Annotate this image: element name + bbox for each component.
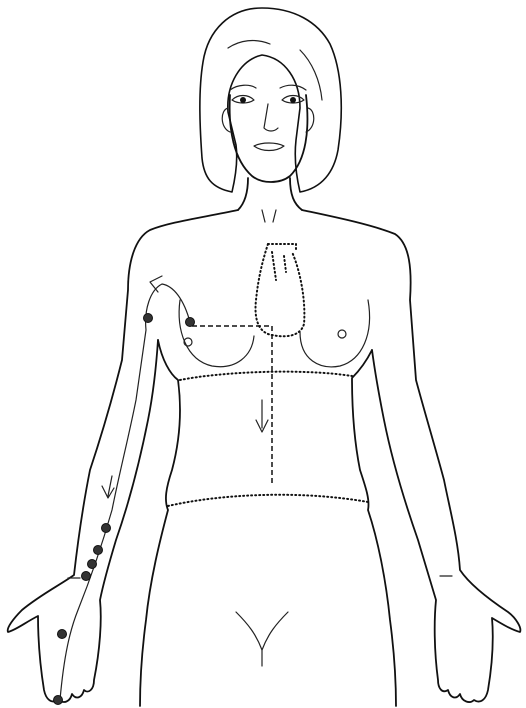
meridian-point (54, 696, 63, 705)
hair (200, 8, 341, 192)
heart-diagram (256, 244, 305, 336)
meridian-point (58, 630, 67, 639)
meridian-point (186, 318, 195, 327)
down-arrow-icon (256, 400, 268, 432)
upper-waist-line (180, 372, 352, 380)
meridian-points (54, 314, 195, 705)
meridian-point (82, 572, 91, 581)
meridian-arrow-icon (150, 276, 162, 292)
mouth (254, 143, 284, 151)
right-nipple (338, 330, 346, 338)
meridian-point (102, 524, 111, 533)
lower-waist-line (168, 495, 368, 506)
internal-pathway (192, 326, 272, 486)
meridian-point (88, 560, 97, 569)
meridian-point (94, 546, 103, 555)
nose (264, 104, 278, 131)
arm-meridian-line (60, 284, 190, 700)
breasts (179, 300, 369, 367)
body-outline (8, 210, 521, 706)
meridian-point (144, 314, 153, 323)
